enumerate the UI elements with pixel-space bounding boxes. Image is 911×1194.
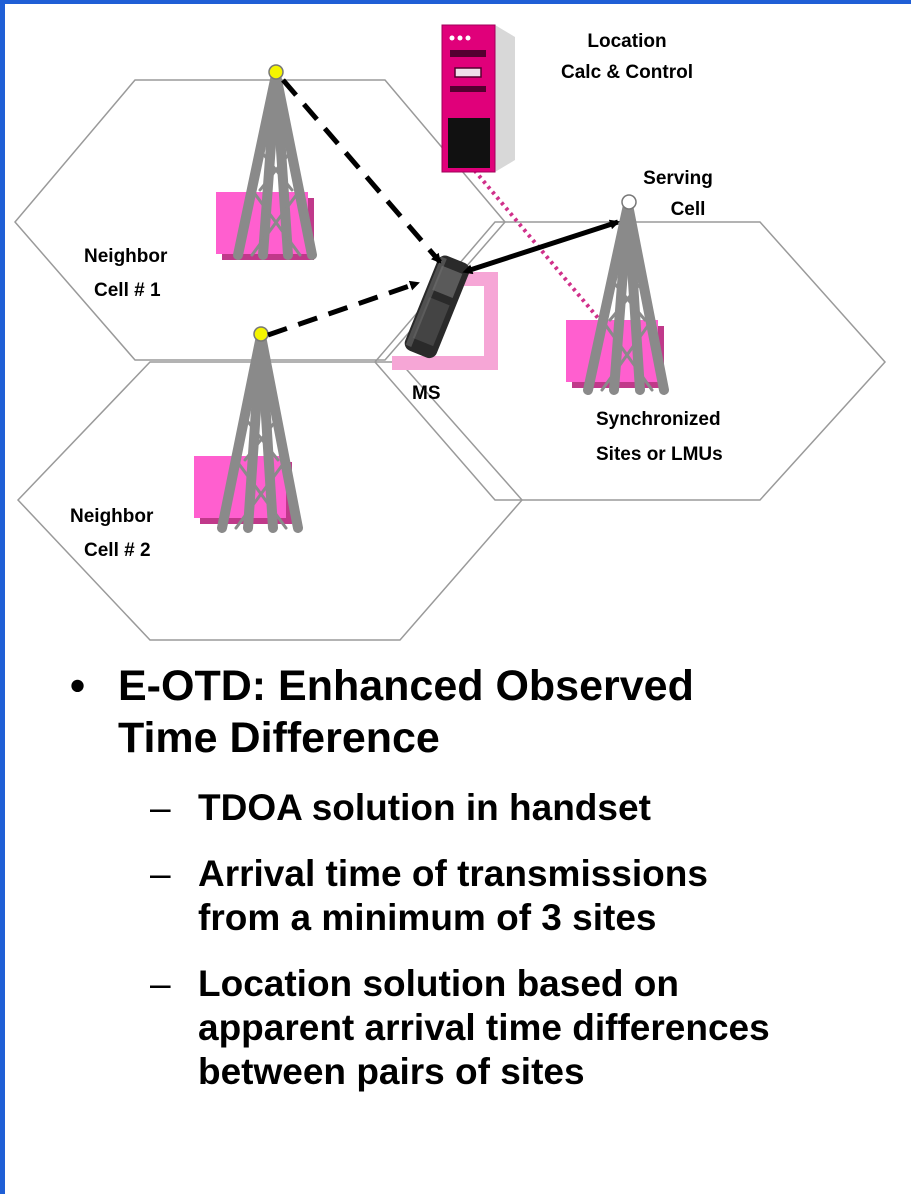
bullet-main: • E-OTD: Enhanced Observed Time Differen… [70, 660, 900, 764]
sub-bullet-3: – Location solution based on apparent ar… [150, 962, 900, 1094]
dash-marker: – [150, 963, 171, 1004]
tower-serving [583, 200, 669, 395]
dash-marker: – [150, 853, 171, 894]
label-serving-line1: Serving [643, 168, 713, 189]
sub-bullet-3-line3: between pairs of sites [198, 1051, 585, 1092]
label-neighbor2-line1: Neighbor [70, 506, 154, 527]
signal-neighbor-2-to-ms [267, 280, 420, 338]
label-neighbor1-line1: Neighbor [84, 246, 168, 267]
bullet-main-line2: Time Difference [118, 714, 440, 762]
sub-bullet-3-line1: Location solution based on [198, 963, 679, 1004]
tower-neighbor-2 [217, 331, 303, 533]
label-location-line2: Calc & Control [561, 62, 693, 83]
label-ms: MS [412, 383, 441, 404]
sub-bullet-1-line1: TDOA solution in handset [198, 787, 651, 828]
sub-bullet-2-line2: from a minimum of 3 sites [198, 897, 657, 938]
sub-bullet-3-line2: apparent arrival time differences [198, 1007, 770, 1048]
beacon-neighbor-1 [268, 64, 284, 80]
label-neighbor2-line2: Cell # 2 [84, 540, 151, 561]
tower-neighbor-1 [233, 70, 317, 260]
sub-bullet-2-line1: Arrival time of transmissions [198, 853, 708, 894]
label-sync-line2: Sites or LMUs [596, 444, 723, 465]
hex-serving-cell [374, 221, 887, 501]
sub-bullet-2: – Arrival time of transmissions from a m… [150, 852, 900, 940]
signal-serving-ms-bidirectional [462, 219, 620, 275]
bullet-main-line1: E-OTD: Enhanced Observed [118, 662, 694, 710]
sub-bullet-list: – TDOA solution in handset – Arrival tim… [70, 786, 900, 1094]
location-server-icon [441, 24, 515, 173]
ms-handset [392, 255, 498, 370]
hex-neighbor-cell-1 [14, 79, 506, 361]
sub-bullet-1: – TDOA solution in handset [150, 786, 900, 830]
label-location-line1: Location [587, 31, 666, 52]
beacon-neighbor-2 [253, 326, 269, 342]
signal-neighbor-1-to-ms [281, 78, 442, 264]
bullet-list: • E-OTD: Enhanced Observed Time Differen… [70, 660, 900, 1116]
dash-marker: – [150, 787, 171, 828]
beacon-serving [621, 194, 637, 210]
bullet-marker: • [70, 662, 86, 710]
label-neighbor1-line2: Cell # 1 [94, 280, 161, 301]
e-otd-diagram: Location Calc & Control Serving Cell Nei… [14, 24, 887, 641]
label-serving-line2: Cell [671, 199, 706, 220]
label-sync-line1: Synchronized [596, 409, 721, 430]
